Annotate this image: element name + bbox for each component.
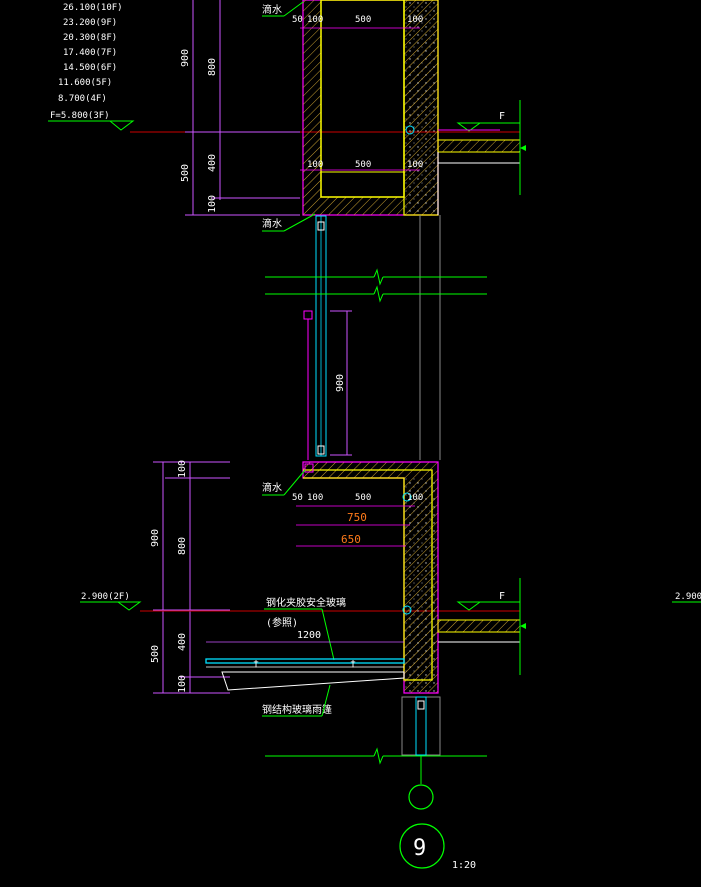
bracket-note: 钢结构玻璃雨篷 (262, 703, 332, 716)
break-line (265, 268, 487, 303)
level-triangle-icon (108, 120, 135, 131)
level-7f: 17.400(7F) (63, 48, 117, 58)
dim-500a-upper: 500 (355, 15, 371, 25)
arrow-icon (520, 623, 526, 629)
dim-750: 750 (347, 511, 367, 524)
dim-800-upper: 800 (207, 58, 218, 76)
level-2f: 2.900(2F) (81, 592, 130, 602)
dim-400-upper: 400 (207, 154, 218, 172)
level-list: 26.100(10F) 23.200(9F) 20.300(8F) 17.400… (48, 3, 135, 131)
dim-500-lower: 500 (150, 645, 161, 663)
f-mark-lower: F (499, 591, 505, 602)
dim-500a-lower: 500 (355, 493, 371, 503)
dim-100top-lower: 100 (177, 460, 188, 478)
dim-100b-lower: 100 (407, 493, 423, 503)
dim-500-upper: 500 (180, 164, 191, 182)
svg-text:†: † (350, 659, 356, 670)
level-triangle-icon (456, 601, 482, 611)
dim-650: 650 (341, 533, 361, 546)
dim-800-lower: 800 (177, 537, 188, 555)
lower-section: 100 900 800 500 400 100 2.900(2F) 2.900(… (80, 460, 701, 810)
dim-50-lower: 50 (292, 493, 303, 503)
level-2f-right: 2.900(2 (675, 592, 701, 602)
drip-label-lower: 滴水 (262, 481, 282, 494)
detail-circle-icon (399, 823, 445, 869)
dim-100c-upper: 100 (307, 160, 323, 170)
dim-50-upper: 50 (292, 15, 303, 25)
dim-900-upper: 900 (180, 49, 191, 67)
dim-100a-upper: 100 (307, 15, 323, 25)
middle-section: 900 (303, 310, 352, 460)
level-5f: 11.600(5F) (58, 78, 112, 88)
level-8f: 20.300(8F) (63, 33, 117, 43)
level-3f: F=5.800(3F) (50, 111, 110, 121)
detail-marker: 9 1:20 (399, 823, 476, 871)
dim-900-middle: 900 (335, 374, 346, 392)
detail-number: 9 (413, 836, 426, 861)
glass-note: 钢化夹胶安全玻璃 (266, 596, 346, 609)
dim-100b-upper: 100 (407, 15, 423, 25)
arrow-icon (520, 145, 526, 151)
dim-100a-lower: 100 (307, 493, 323, 503)
level-6f: 14.500(6F) (63, 63, 117, 73)
drip-label-top: 滴水 (262, 3, 282, 16)
drip-label-bottom: 滴水 (262, 217, 282, 230)
level-triangle-icon (116, 601, 142, 611)
dim-100d-upper: 100 (407, 160, 423, 170)
dim-400-lower: 400 (177, 633, 188, 651)
dim-900-lower: 900 (150, 529, 161, 547)
upper-section: 900 800 500 400 100 50 100 500 100 100 5… (180, 0, 526, 232)
f-mark-upper: F (499, 111, 505, 122)
mullion-upper (315, 215, 441, 460)
dim-1200: 1200 (297, 630, 321, 641)
dim-500b-upper: 500 (355, 160, 371, 170)
level-9f: 23.200(9F) (63, 18, 117, 28)
dim-100-upper: 100 (207, 195, 218, 213)
level-triangle-icon (456, 122, 482, 132)
svg-text:†: † (253, 659, 259, 670)
detail-scale: 1:20 (452, 860, 476, 871)
glass-note-ref: (参照) (266, 616, 298, 629)
dim-100-lower: 100 (177, 675, 188, 693)
axis-bubble (408, 784, 434, 810)
level-10f: 26.100(10F) (63, 3, 123, 13)
level-4f: 8.700(4F) (58, 94, 107, 104)
